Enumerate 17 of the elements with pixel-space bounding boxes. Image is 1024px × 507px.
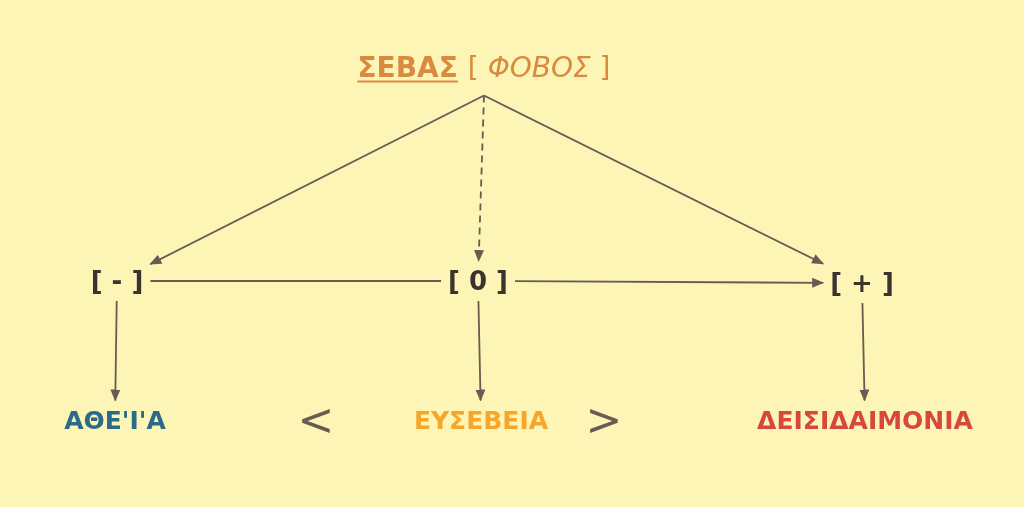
arrow (483, 94, 825, 265)
arrow (110, 300, 121, 402)
node-label: ΑΘΕ'Ι'Α (64, 405, 166, 435)
node-label: ΔΕΙΣΙΔΑΙΜΟΝΙΑ (757, 405, 973, 435)
arrow (474, 94, 485, 262)
arrow (475, 300, 486, 402)
node-label: [ ΦΟΒΟΣ ] (467, 50, 611, 84)
node-label: [ + ] (830, 268, 894, 298)
node-label: [ - ] (90, 266, 144, 296)
arrow (859, 302, 870, 402)
node-label: ΣΕΒΑΣ (357, 50, 458, 84)
comparison-sign: > (585, 398, 623, 442)
arrow (514, 277, 825, 288)
arrow (149, 94, 485, 266)
node-label: [ 0 ] (448, 266, 508, 296)
comparison-sign: < (297, 398, 335, 442)
node-label: ΕΥΣΕΒΕΙΑ (413, 405, 549, 435)
